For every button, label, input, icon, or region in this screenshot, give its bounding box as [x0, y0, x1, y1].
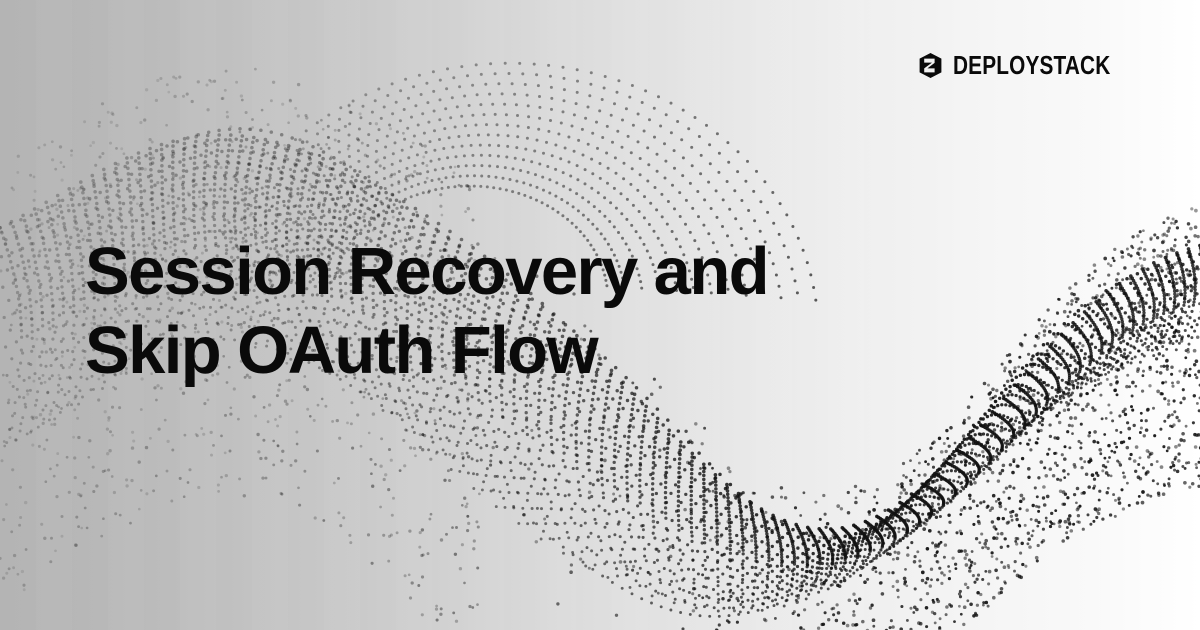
page-title: Session Recovery and Skip OAuth Flow — [85, 234, 770, 388]
brand-wordmark: DEPLOYSTACK — [953, 50, 1111, 80]
brand-lockup: DEPLOYSTACK — [919, 52, 1150, 78]
deploystack-logo-icon — [919, 52, 942, 78]
